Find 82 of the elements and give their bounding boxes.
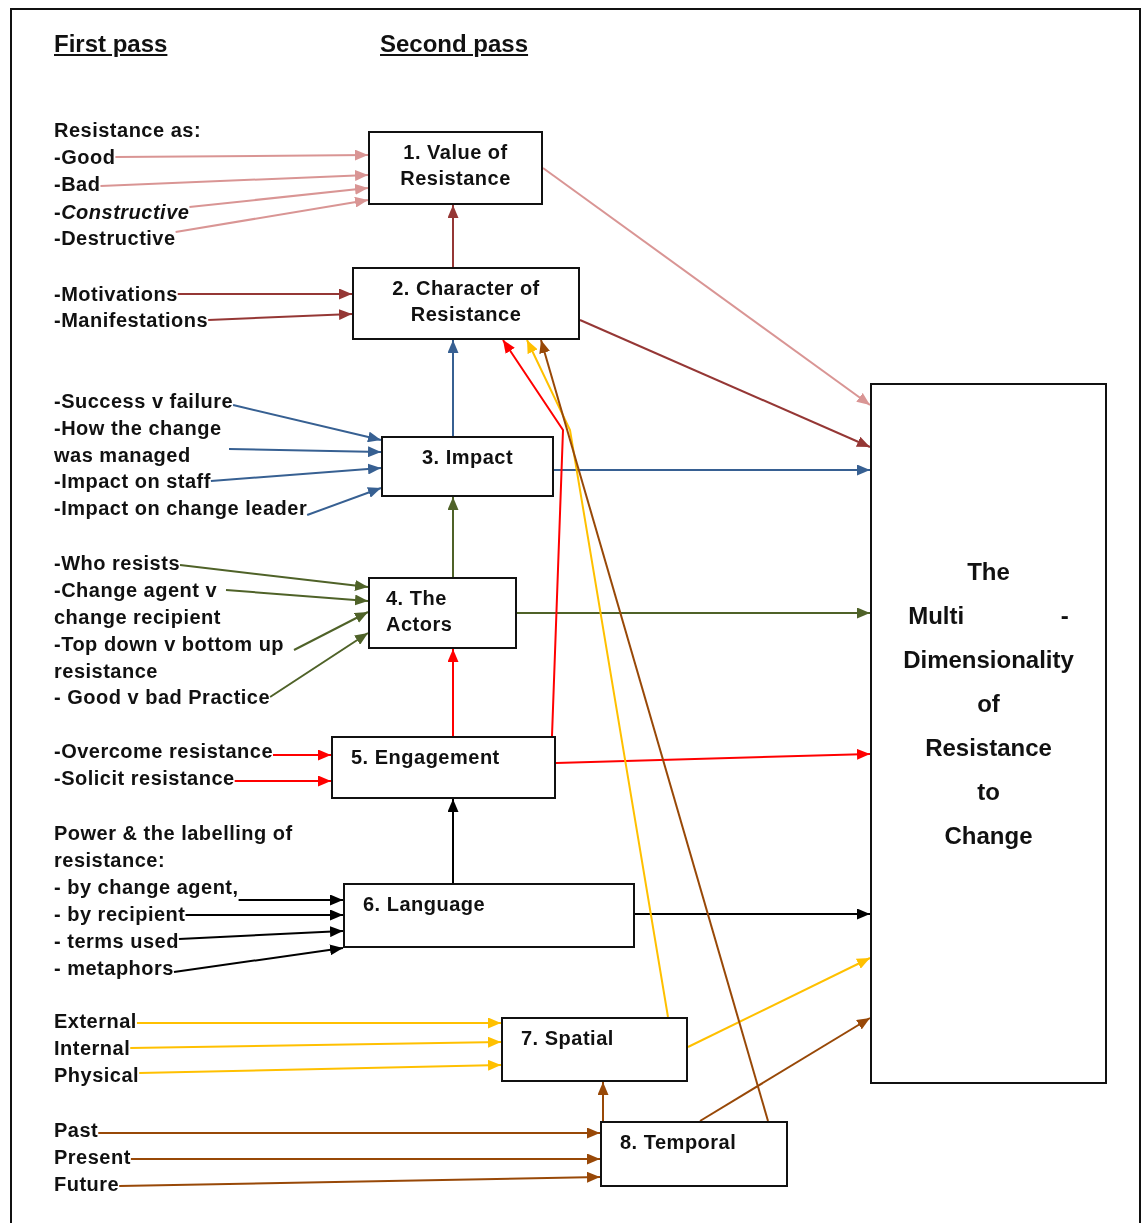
- arrow: [233, 775, 332, 787]
- arrow: [118, 1171, 601, 1187]
- arrow: [542, 167, 871, 406]
- arrow: [114, 149, 369, 161]
- item-text: -Manifestations: [54, 307, 209, 334]
- arrow: [184, 909, 344, 921]
- concept-box: 3. Impact: [381, 436, 554, 497]
- arrow: [555, 748, 871, 764]
- item-text: -Bad: [54, 171, 101, 198]
- arrow: [502, 339, 564, 737]
- arrow: [447, 496, 459, 578]
- arrow: [129, 1036, 502, 1049]
- arrow: [447, 648, 459, 737]
- arrow: [174, 196, 369, 233]
- arrow: [228, 446, 382, 458]
- arrow: [176, 288, 353, 300]
- concept-box: 5. Engagement: [331, 736, 556, 799]
- arrow: [179, 564, 369, 591]
- arrow: [207, 309, 353, 321]
- arrow: [99, 170, 369, 187]
- item-text: Past: [54, 1117, 99, 1144]
- item-text: -Overcome resistance: [54, 738, 273, 765]
- arrow: [579, 319, 871, 448]
- arrow: [516, 607, 871, 619]
- item-text: -Impact on change leader: [54, 495, 308, 522]
- arrow: [306, 487, 382, 516]
- concept-box: 4. The Actors: [368, 577, 517, 649]
- item-text: - Good v bad Practice: [54, 684, 271, 711]
- arrow: [188, 183, 369, 208]
- item-text: -Solicit resistance: [54, 765, 235, 792]
- column-heading: First pass: [54, 30, 168, 58]
- arrow: [209, 463, 382, 482]
- arrow: [129, 1153, 601, 1165]
- arrow: [232, 404, 382, 443]
- outcome-box: The Multi - Dimensionality of Resistance to Change: [870, 383, 1107, 1084]
- arrow: [597, 1081, 609, 1122]
- arrow: [138, 1059, 502, 1074]
- arrow: [526, 339, 669, 1018]
- arrow: [97, 1127, 601, 1139]
- item-text: -How the change was managed: [54, 415, 229, 469]
- item-text: -Who resists: [54, 550, 181, 577]
- item-text: -Destructive: [54, 225, 176, 252]
- arrow: [447, 798, 459, 884]
- arrow: [172, 944, 344, 973]
- item-text: -Success v failure: [54, 388, 234, 415]
- item-text: -Motivations: [54, 281, 178, 308]
- arrow: [447, 339, 459, 437]
- column-heading: Second pass: [380, 30, 529, 58]
- item-text: -Top down v bottom up resistance: [54, 631, 294, 685]
- arrow: [447, 204, 459, 268]
- arrow: [135, 1017, 502, 1029]
- arrow: [269, 632, 369, 698]
- item-text: Internal: [54, 1035, 131, 1062]
- concept-box: 6. Language: [343, 883, 635, 948]
- item-text: Present: [54, 1144, 131, 1171]
- item-text: - by recipient: [54, 901, 186, 928]
- item-text: - metaphors: [54, 955, 174, 982]
- item-text: External: [54, 1008, 137, 1035]
- item-text: - terms used: [54, 928, 179, 955]
- item-text: -Good: [54, 144, 116, 171]
- group-heading: Resistance as:: [54, 118, 202, 143]
- concept-box: 1. Value of Resistance: [368, 131, 543, 205]
- arrow: [699, 1017, 871, 1122]
- concept-box: 8. Temporal: [600, 1121, 788, 1187]
- item-text: Future: [54, 1171, 120, 1198]
- item-text: -Impact on staff: [54, 468, 211, 495]
- arrow: [225, 589, 369, 606]
- item-text: -Constructive: [54, 199, 190, 226]
- item-text: Physical: [54, 1062, 140, 1089]
- arrow: [237, 894, 344, 906]
- arrow: [177, 926, 344, 940]
- arrow: [539, 339, 769, 1122]
- group-heading: Power & the labelling of resistance:: [54, 821, 294, 873]
- item-text: -Change agent v change recipient: [54, 577, 226, 631]
- concept-box: 2. Character of Resistance: [352, 267, 580, 340]
- arrow: [634, 908, 871, 920]
- arrow: [293, 611, 369, 651]
- arrow: [272, 749, 332, 761]
- arrow: [553, 464, 871, 476]
- item-text: - by change agent,: [54, 874, 239, 901]
- arrow: [687, 957, 871, 1048]
- concept-box: 7. Spatial: [501, 1017, 688, 1082]
